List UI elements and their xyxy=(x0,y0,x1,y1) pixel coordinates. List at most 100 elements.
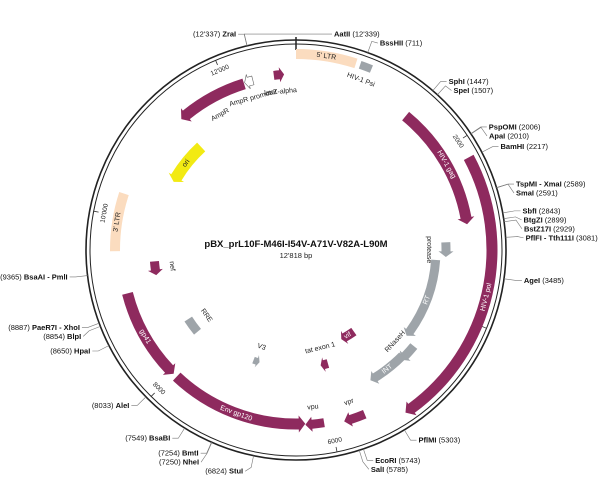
feature-label: HIV-1 Psi xyxy=(346,72,376,89)
site-label: (6824) StuI xyxy=(205,467,243,476)
feature-shape xyxy=(320,357,330,372)
feature-int: INT xyxy=(370,352,406,384)
site-label: PspOMI (2006) xyxy=(489,122,541,131)
feature-rre: RRE xyxy=(184,308,214,335)
site-label: (7549) BsaBI xyxy=(125,434,170,443)
feature-label: AmpR xyxy=(210,107,230,123)
site-part: (9365) xyxy=(0,272,24,281)
site-label: BamHI (2217) xyxy=(500,142,548,151)
site-leader xyxy=(504,219,523,230)
site-part: BsaBI xyxy=(149,434,170,443)
site-part: NheI xyxy=(183,458,199,467)
feature-shape xyxy=(172,372,306,433)
site-part: PflFI - Tth111I xyxy=(526,233,574,242)
site-part: (711) xyxy=(403,39,423,48)
site-leader xyxy=(367,40,378,53)
feature-shape xyxy=(168,142,206,183)
feature-label: vpr xyxy=(343,397,355,407)
feature-shape xyxy=(122,291,176,375)
site-part: BssHII xyxy=(380,39,403,48)
backbone xyxy=(85,37,507,461)
feature-shape xyxy=(403,259,441,336)
feature-hiv1-pol: HIV-1 pol xyxy=(405,154,498,416)
site-part: (5743) xyxy=(396,456,420,465)
feature-shape xyxy=(147,261,163,276)
feature-ltr3: 3' LTR xyxy=(110,192,129,252)
site-part: AgeI xyxy=(524,276,540,285)
site-part: (8854) xyxy=(43,332,67,341)
site-pspomi: PspOMI (2006) xyxy=(470,122,541,134)
site-label: SphI (1447) xyxy=(449,77,490,86)
site-part: StuI xyxy=(229,467,243,476)
site-apai: ApaI (2010) xyxy=(470,126,530,140)
site-label: (8650) HpaI xyxy=(50,346,90,355)
site-stui: (6824) StuI xyxy=(205,455,254,476)
site-leader xyxy=(505,236,524,239)
site-label: PflFI - Tth111I (3081) xyxy=(526,233,599,242)
site-part: SmaI xyxy=(516,189,534,198)
site-leader xyxy=(172,427,185,439)
feature-shape xyxy=(370,352,406,384)
feature-env-gp120: Env gp120 xyxy=(172,372,306,433)
feature-ltr5: 5' LTR xyxy=(296,49,358,69)
site-leader xyxy=(83,326,101,337)
site-part: (2899) xyxy=(543,215,567,224)
feature-shape xyxy=(180,78,246,122)
tick-mark xyxy=(150,392,155,397)
site-leader xyxy=(470,126,487,134)
site-nhei: (7250) NheI xyxy=(159,442,213,467)
feature-label: vpu xyxy=(307,403,319,411)
site-label: PflMI (5303) xyxy=(419,436,461,445)
site-part: ZraI xyxy=(222,30,236,39)
site-aatii: AatII (12'339) xyxy=(243,30,380,46)
site-paer7i-xhoi: (8887) PaeR7I - XhoI xyxy=(8,323,100,332)
feature-label: RT xyxy=(422,294,432,306)
restriction-sites: AatII (12'339)BssHII (711) SphI (1447)Spe… xyxy=(0,30,598,476)
plasmid-name: pBX_prL10F-M46I-I54V-A71V-V82A-L90M xyxy=(204,239,387,250)
site-part: PflMI xyxy=(419,436,437,445)
site-part: (12'339) xyxy=(350,30,380,39)
site-label: (8033) AleI xyxy=(92,401,130,410)
tick-mark xyxy=(481,326,487,329)
tick-mark xyxy=(215,60,218,66)
site-part: (2843) xyxy=(537,206,561,215)
site-part: PspOMI xyxy=(489,122,517,131)
feature-shape xyxy=(252,355,260,368)
feature-shape xyxy=(244,74,255,90)
site-part: PaeR7I - XhoI xyxy=(32,323,80,332)
site-part: (8650) xyxy=(50,346,74,355)
feature-label: vif xyxy=(343,331,353,341)
site-leader xyxy=(502,210,521,214)
site-part: (2010) xyxy=(505,131,529,140)
feature-ori: ori xyxy=(168,142,206,183)
feature-label: protease xyxy=(425,236,432,263)
site-part: AleI xyxy=(116,401,130,410)
site-leader xyxy=(432,81,447,91)
feature-shape xyxy=(273,67,285,83)
site-label: AatII (12'339) xyxy=(334,30,380,39)
site-part: (2006) xyxy=(517,122,541,131)
site-alei: (8033) AleI xyxy=(92,396,147,410)
feature-hiv1-gag: HIV-1 gag xyxy=(402,111,475,225)
site-pflmi: PflMI (5303) xyxy=(404,429,461,445)
site-part: (8033) xyxy=(92,401,116,410)
feature-rt: RT xyxy=(403,259,441,336)
site-leader xyxy=(470,126,488,137)
site-part: (5785) xyxy=(384,465,408,474)
site-part: (3081) xyxy=(574,233,598,242)
feature-lacz-alpha: lacZ-alpha xyxy=(264,67,297,97)
site-part: SbfI xyxy=(523,206,537,215)
site-part: SpeI xyxy=(453,86,469,95)
site-label: SbfI (2843) xyxy=(523,206,561,215)
site-leader xyxy=(404,429,417,441)
feature-label: V3 xyxy=(256,343,267,352)
site-part: (6824) xyxy=(205,467,229,476)
site-bsshii: BssHII (711) xyxy=(367,39,423,53)
feature-v3: V3 xyxy=(252,343,267,368)
site-leader xyxy=(131,396,147,406)
feature-protease: protease xyxy=(425,236,454,263)
site-leader xyxy=(92,345,110,352)
map-title: pBX_prL10F-M46I-I54V-A71V-V82A-L90M 12'8… xyxy=(204,239,387,260)
site-leader xyxy=(69,275,88,278)
